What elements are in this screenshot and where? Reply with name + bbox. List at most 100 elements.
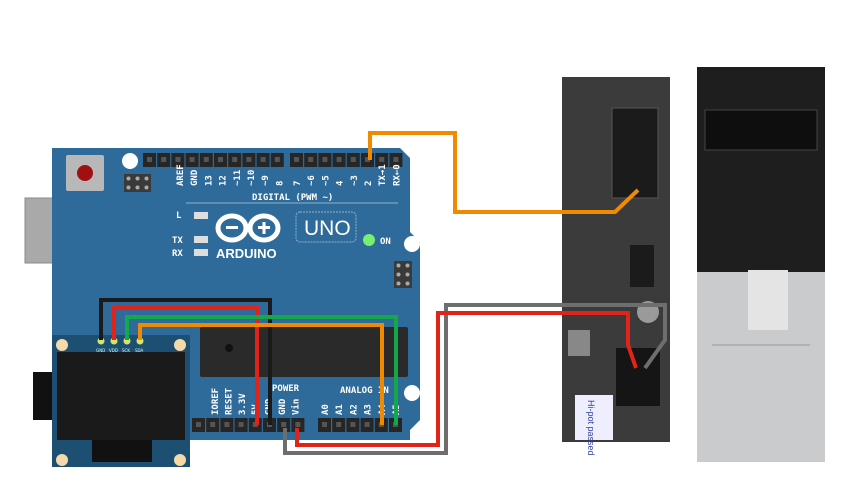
led-tx (194, 236, 208, 243)
digital-pin-label: AREF (176, 164, 186, 186)
led-label-l: L (176, 211, 182, 221)
pin-headers (143, 153, 403, 432)
pin-hole (175, 157, 181, 162)
power-pin-label: 3.3V (238, 393, 248, 415)
icsp-pin-dot (396, 272, 401, 277)
pin-hole (238, 422, 244, 427)
icsp-pin-dot (396, 263, 401, 268)
mount-hole (122, 153, 138, 169)
oled-ribbon (92, 440, 152, 462)
icsp-pin-dot (135, 176, 140, 181)
atmega-chip (200, 327, 408, 377)
pin-hole (161, 157, 167, 162)
pin-hole (322, 157, 328, 162)
power-led-label: ON (380, 237, 391, 247)
hipot-sticker (575, 395, 613, 440)
latch (568, 330, 590, 356)
reset-button-cap[interactable] (77, 165, 93, 181)
power-pin-label: Vin (290, 399, 301, 415)
oled-connector (33, 372, 55, 420)
pin-hole (189, 157, 195, 162)
icsp-header-2 (394, 261, 412, 288)
pin-hole (364, 422, 370, 427)
power-pin-label: GND (278, 398, 288, 415)
power-led (363, 234, 375, 246)
digital-pin-label: RX←0 (392, 164, 402, 186)
device-latch (748, 270, 788, 330)
pin-hole (308, 157, 314, 162)
pin-hole (336, 422, 342, 427)
digital-header-title: DIGITAL (PWM ~) (252, 193, 333, 203)
chip-notch (225, 344, 233, 352)
pin-hole (350, 157, 356, 162)
pin-hole (232, 157, 238, 162)
oled-pin-label: SCK (122, 348, 130, 353)
wire-orange-d2 (368, 131, 640, 214)
pin-hole (295, 422, 301, 427)
digital-pin-label: ~3 (350, 175, 360, 186)
digital-pin-label: 4 (336, 180, 346, 186)
oled-mount-hole (174, 339, 186, 351)
led-rx (194, 249, 208, 256)
pin-hole (281, 422, 287, 427)
digital-pin-label: 13 (204, 175, 214, 186)
wire-red-vin (295, 311, 638, 447)
analog-pin-label: A1 (335, 404, 345, 415)
pin-hole (294, 157, 299, 162)
digital-pin-label: GND (190, 169, 200, 186)
oled-pin-label: SDA (135, 348, 144, 353)
pin-hole (336, 157, 342, 162)
oled-mount-hole (56, 454, 68, 466)
pin-hole (210, 422, 216, 427)
power-header-title: POWER (272, 384, 300, 394)
icsp-header (124, 174, 151, 192)
wire-red-5v (112, 306, 259, 425)
pin-hole (350, 422, 356, 427)
device-connector-window (704, 109, 818, 151)
led-l (194, 212, 208, 219)
mount-hole (404, 385, 420, 401)
digital-pin-label: 8 (275, 181, 285, 186)
oled-pin-label: VDD (109, 348, 118, 353)
led-label-rx: RX (172, 249, 183, 259)
icsp-pin-dot (144, 176, 149, 181)
connector-small (630, 245, 654, 287)
oled-mount-hole (174, 454, 186, 466)
oled-screen (57, 352, 185, 440)
icsp-pin-dot (144, 185, 149, 190)
pin-hole (203, 157, 209, 162)
pin-hole (224, 422, 230, 427)
icsp-pin-dot (135, 185, 140, 190)
pin-hole (322, 422, 327, 427)
arduino-logo (215, 213, 281, 243)
connector-top (611, 107, 659, 199)
wire-green-a5 (125, 315, 398, 425)
icsp-pin-dot (405, 281, 410, 286)
device-top-dark (697, 67, 825, 272)
brand-label: ARDUINO (216, 246, 277, 261)
icsp-pin-dot (126, 176, 131, 181)
digital-pin-label: ~10 (247, 170, 257, 186)
pin-hole (393, 157, 399, 162)
digital-pin-label: 7 (293, 181, 303, 186)
power-pin-label: RESET (224, 387, 234, 415)
pin-hole (196, 422, 201, 427)
pin-hole (379, 157, 385, 162)
pin-hole (246, 157, 252, 162)
analog-pin-label: A2 (349, 404, 359, 415)
wire-gray-gnd (283, 303, 667, 455)
digital-pin-label: ~9 (261, 175, 271, 186)
analog-header-title: ANALOG IN (340, 386, 389, 396)
digital-pin-label: ~11 (233, 170, 243, 186)
digital-pin-label: 2 (364, 181, 374, 186)
led-label-tx: TX (172, 236, 183, 246)
hipot-sticker-text: Hi-pot passed (586, 400, 596, 456)
pin-hole (260, 157, 266, 162)
icsp-pin-dot (396, 281, 401, 286)
analog-pin-label: A0 (321, 404, 331, 415)
oled-pin-label: GND (96, 348, 105, 353)
icsp-pin-dot (126, 185, 131, 190)
analog-pin-label: A3 (364, 404, 374, 415)
